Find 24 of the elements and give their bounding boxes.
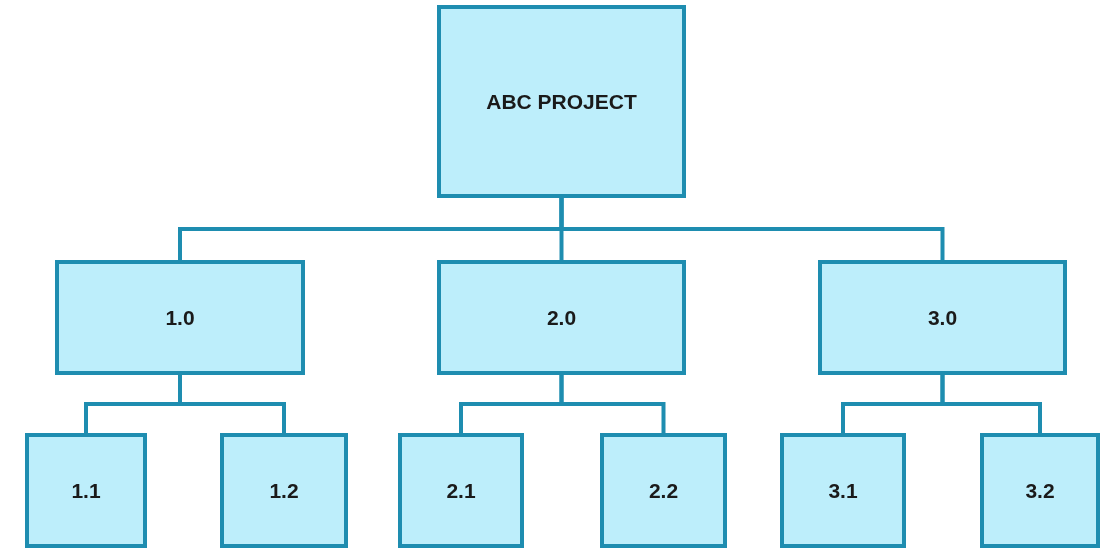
work-package-box (818, 260, 1067, 375)
node-label: 1.0 (165, 305, 195, 330)
connector-line (559, 375, 666, 433)
connector-line (940, 375, 1042, 433)
work-package-box (55, 260, 305, 375)
connector-line (559, 198, 945, 260)
node-label: 2.0 (546, 305, 577, 330)
work-package-box (398, 433, 524, 548)
node-label: 1.2 (269, 478, 299, 503)
work-package-box (980, 433, 1100, 548)
node-label: 1.1 (71, 478, 101, 503)
node-label: 2.2 (648, 478, 679, 503)
work-package-box (780, 433, 906, 548)
node-label: ABC PROJECT (486, 89, 637, 114)
work-package-box (600, 433, 727, 548)
connector-line (178, 375, 286, 433)
node-label: 3.2 (1025, 478, 1055, 503)
node-label: 3.1 (828, 478, 858, 503)
work-package-box (437, 260, 686, 375)
node-label: 3.0 (927, 305, 958, 330)
project-box (437, 5, 686, 198)
work-package-box (220, 433, 348, 548)
node-label: 2.1 (446, 478, 476, 503)
work-package-box (25, 433, 147, 548)
